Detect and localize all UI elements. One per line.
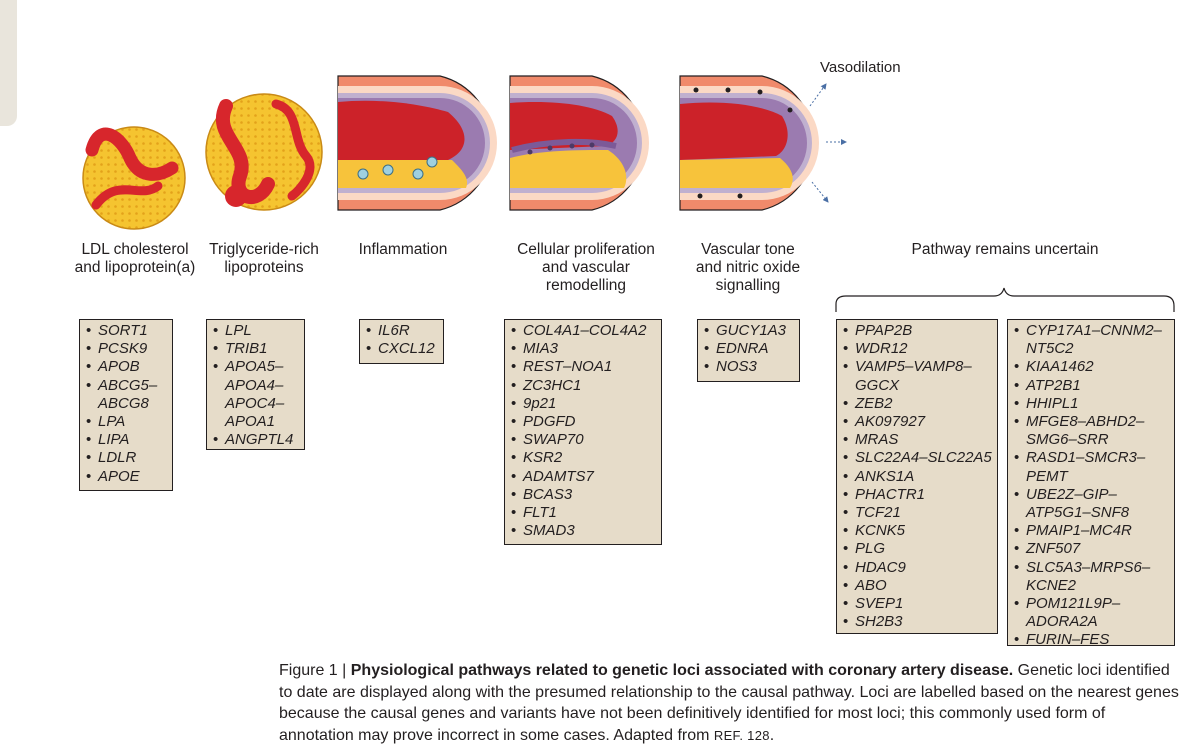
gene-item: TCF21 [843,504,991,522]
gene-item: COL4A1–COL4A2 [511,322,655,340]
gene-item: PHACTR1 [843,486,991,504]
label-inflammation: Inflammation [358,241,448,258]
gene-item: ABO [843,577,991,595]
gene-item: TRIB1 [213,340,298,358]
label-vascular-tone: Vascular tone and nitric oxide signallin… [695,241,801,294]
caption-end: . [769,726,775,744]
gene-item: ATP2B1 [1014,377,1168,395]
pathway-illustrations [82,75,1175,312]
gene-item: MRAS [843,431,991,449]
gene-item: LPL [213,322,298,340]
gene-item: SVEP1 [843,595,991,613]
gene-item: HDAC9 [843,559,991,577]
inflamed-artery-icon [337,75,497,211]
dilated-artery-icon [679,75,847,211]
gene-item: LPA [86,413,166,431]
gene-item: ZC3HC1 [511,377,655,395]
gene-item: FURIN–FES [1014,631,1168,649]
gene-item: SH2B3 [843,613,991,631]
gene-item: PPAP2B [843,322,991,340]
caption-title: Physiological pathways related to geneti… [350,662,1014,679]
gene-box-vascular-tone: GUCY1A3EDNRANOS3 [697,319,800,382]
caption-separator: | [337,662,351,679]
gene-item: ABCG5– ABCG8 [86,377,166,413]
sidebar-tab[interactable] [0,0,17,126]
gene-item: VAMP5–VAMP8– GGCX [843,358,991,394]
gene-item: POM121L9P– ADORA2A [1014,595,1168,631]
gene-item: GUCY1A3 [704,322,793,340]
gene-box-ldl: SORT1PCSK9APOBABCG5– ABCG8LPALIPALDLRAPO… [79,319,173,491]
label-triglyceride: Triglyceride-rich lipoproteins [209,241,319,276]
gene-item: WDR12 [843,340,991,358]
caption-body: Genetic loci identified to date are disp… [279,662,1179,744]
gene-item: SMAD3 [511,522,655,540]
gene-item: UBE2Z–GIP– ATP5G1–SNF8 [1014,486,1168,522]
gene-item: PCSK9 [86,340,166,358]
gene-item: EDNRA [704,340,793,358]
gene-box-inflammation: IL6RCXCL12 [359,319,444,364]
vasodilation-label: Vasodilation [820,59,901,76]
gene-item: IL6R [366,322,437,340]
gene-item: BCAS3 [511,486,655,504]
gene-item: MIA3 [511,340,655,358]
gene-item: HHIPL1 [1014,395,1168,413]
gene-item: SLC22A4–SLC22A5 [843,449,992,467]
gene-item: MFGE8–ABHD2– SMG6–SRR [1014,413,1168,449]
remodelled-artery-icon [509,75,649,211]
gene-item: RASD1–SMCR3– PEMT [1014,449,1168,485]
gene-item: PMAIP1–MC4R [1014,522,1168,540]
gene-item: PLG [843,540,991,558]
gene-item: FLT1 [511,504,655,522]
uncertain-bracket [835,287,1175,312]
gene-item: SWAP70 [511,431,655,449]
figure-number: Figure 1 [279,662,338,679]
gene-item: AK097927 [843,413,991,431]
gene-item: REST–NOA1 [511,358,655,376]
gene-box-proliferation: COL4A1–COL4A2MIA3REST–NOA1ZC3HC19p21PDGF… [504,319,662,545]
gene-item: 9p21 [511,395,655,413]
gene-item: ANKS1A [843,468,991,486]
gene-item: ZEB2 [843,395,991,413]
caption-reference-link[interactable]: REF. 128 [713,727,770,743]
gene-item: ADAMTS7 [511,468,655,486]
gene-item: APOE [86,468,166,486]
gene-item: PDGFD [511,413,655,431]
gene-item: ANGPTL4 [213,431,298,449]
gene-item: CYP17A1–CNNM2– NT5C2 [1014,322,1168,358]
label-ldl: LDL cholesterol and lipoprotein(a) [74,241,196,276]
gene-item: NOS3 [704,358,793,376]
gene-item: APOB [86,358,166,376]
gene-item: SLC5A3–MRPS6– KCNE2 [1014,559,1168,595]
gene-box-uncertain-left: PPAP2BWDR12VAMP5–VAMP8– GGCXZEB2AK097927… [836,319,998,634]
gene-item: ZNF507 [1014,540,1168,558]
gene-item: SORT1 [86,322,166,340]
label-proliferation: Cellular proliferation and vascular remo… [517,241,655,294]
gene-item: LDLR [86,449,166,467]
gene-item: LIPA [86,431,166,449]
label-uncertain: Pathway remains uncertain [911,241,1099,258]
gene-box-uncertain-right: CYP17A1–CNNM2– NT5C2KIAA1462ATP2B1HHIPL1… [1007,319,1175,650]
ldl-particle-icon [82,126,186,230]
triglyceride-particle-icon [205,93,323,211]
gene-item: APOA5– APOA4– APOC4– APOA1 [213,358,298,431]
figure-caption: Figure 1 | Physiological pathways relate… [279,660,1184,746]
gene-box-triglyceride: LPLTRIB1APOA5– APOA4– APOC4– APOA1ANGPTL… [206,319,305,450]
gene-item: CXCL12 [366,340,437,358]
gene-item: KSR2 [511,449,655,467]
gene-item: KIAA1462 [1014,358,1168,376]
gene-item: KCNK5 [843,522,991,540]
